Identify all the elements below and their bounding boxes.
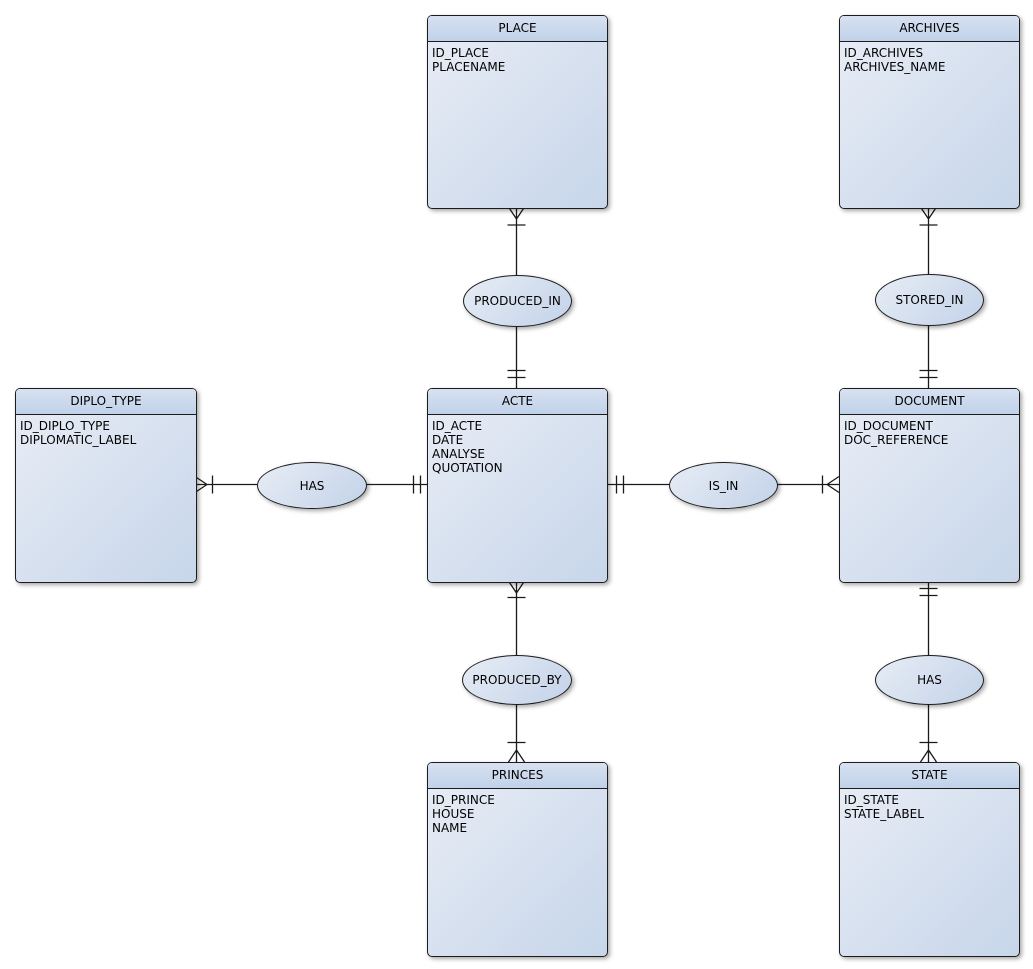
entity-place-attributes: ID_PLACE PLACENAME [428, 42, 607, 208]
entity-acte[interactable]: ACTE ID_ACTE DATE ANALYSE QUOTATION [427, 388, 608, 583]
entity-acte-title: ACTE [428, 389, 607, 415]
attribute: QUOTATION [432, 461, 503, 475]
entity-document-attributes: ID_DOCUMENT DOC_REFERENCE [840, 415, 1019, 582]
relationship-produced-in-label: PRODUCED_IN [474, 294, 561, 308]
entity-place-title: PLACE [428, 16, 607, 42]
relationship-has-diplo[interactable]: HAS [257, 462, 367, 509]
attribute: DATE [432, 433, 464, 447]
attribute: STATE_LABEL [844, 807, 924, 821]
relationship-stored-in-label: STORED_IN [895, 293, 964, 307]
attribute: PLACENAME [432, 60, 506, 74]
relationship-is-in-label: IS_IN [708, 478, 739, 493]
entity-document[interactable]: DOCUMENT ID_DOCUMENT DOC_REFERENCE [839, 388, 1020, 583]
entity-diplo-type-title: DIPLO_TYPE [16, 389, 196, 415]
entity-princes[interactable]: PRINCES ID_PRINCE HOUSE NAME [427, 762, 608, 957]
entity-diplo-type-attributes: ID_DIPLO_TYPE DIPLOMATIC_LABEL [16, 415, 196, 582]
relationship-has-state[interactable]: HAS [875, 655, 984, 705]
relationship-produced-by-label: PRODUCED_BY [472, 673, 562, 687]
attribute: ID_ACTE [432, 419, 483, 433]
entity-acte-attributes: ID_ACTE DATE ANALYSE QUOTATION [428, 415, 607, 582]
attribute: ID_DIPLO_TYPE [20, 419, 110, 433]
entity-diplo-type[interactable]: DIPLO_TYPE ID_DIPLO_TYPE DIPLOMATIC_LABE… [15, 388, 197, 583]
entity-state-attributes: ID_STATE STATE_LABEL [840, 789, 1019, 956]
connector-acte-is-in-document[interactable] [606, 475, 840, 494]
entity-state[interactable]: STATE ID_STATE STATE_LABEL [839, 762, 1020, 957]
entity-state-title: STATE [840, 763, 1019, 789]
entity-princes-attributes: ID_PRINCE HOUSE NAME [428, 789, 607, 956]
attribute: ID_STATE [844, 793, 899, 807]
attribute: ID_PLACE [432, 46, 489, 60]
attribute: ANALYSE [432, 447, 486, 461]
connector-place-produced-in-acte[interactable] [507, 206, 526, 388]
relationship-has-diplo-label: HAS [299, 478, 325, 493]
attribute: HOUSE [432, 807, 475, 821]
attribute: ID_ARCHIVES [844, 46, 924, 60]
relationship-has-state-label: HAS [917, 673, 942, 687]
entity-princes-title: PRINCES [428, 763, 607, 789]
connector-acte-produced-by-princes[interactable] [507, 580, 526, 763]
attribute: NAME [432, 821, 468, 835]
entity-archives-title: ARCHIVES [840, 16, 1019, 42]
attribute: DOC_REFERENCE [844, 433, 949, 447]
entity-archives-attributes: ID_ARCHIVES ARCHIVES_NAME [840, 42, 1019, 208]
entity-place[interactable]: PLACE ID_PLACE PLACENAME [427, 15, 608, 209]
connector-archives-stored-in-document[interactable] [919, 206, 938, 388]
attribute: ARCHIVES_NAME [844, 60, 946, 74]
entity-archives[interactable]: ARCHIVES ID_ARCHIVES ARCHIVES_NAME [839, 15, 1020, 209]
relationship-produced-in[interactable]: PRODUCED_IN [463, 275, 572, 327]
relationship-produced-by[interactable]: PRODUCED_BY [462, 655, 572, 705]
attribute: ID_DOCUMENT [844, 419, 933, 433]
attribute: DIPLOMATIC_LABEL [20, 433, 137, 447]
relationship-is-in[interactable]: IS_IN [669, 462, 778, 509]
entity-document-title: DOCUMENT [840, 389, 1019, 415]
connector-document-has-state[interactable] [919, 581, 938, 763]
relationship-stored-in[interactable]: STORED_IN [875, 274, 984, 326]
connector-diplo-type-has-acte[interactable] [194, 475, 427, 494]
attribute: ID_PRINCE [432, 793, 495, 807]
